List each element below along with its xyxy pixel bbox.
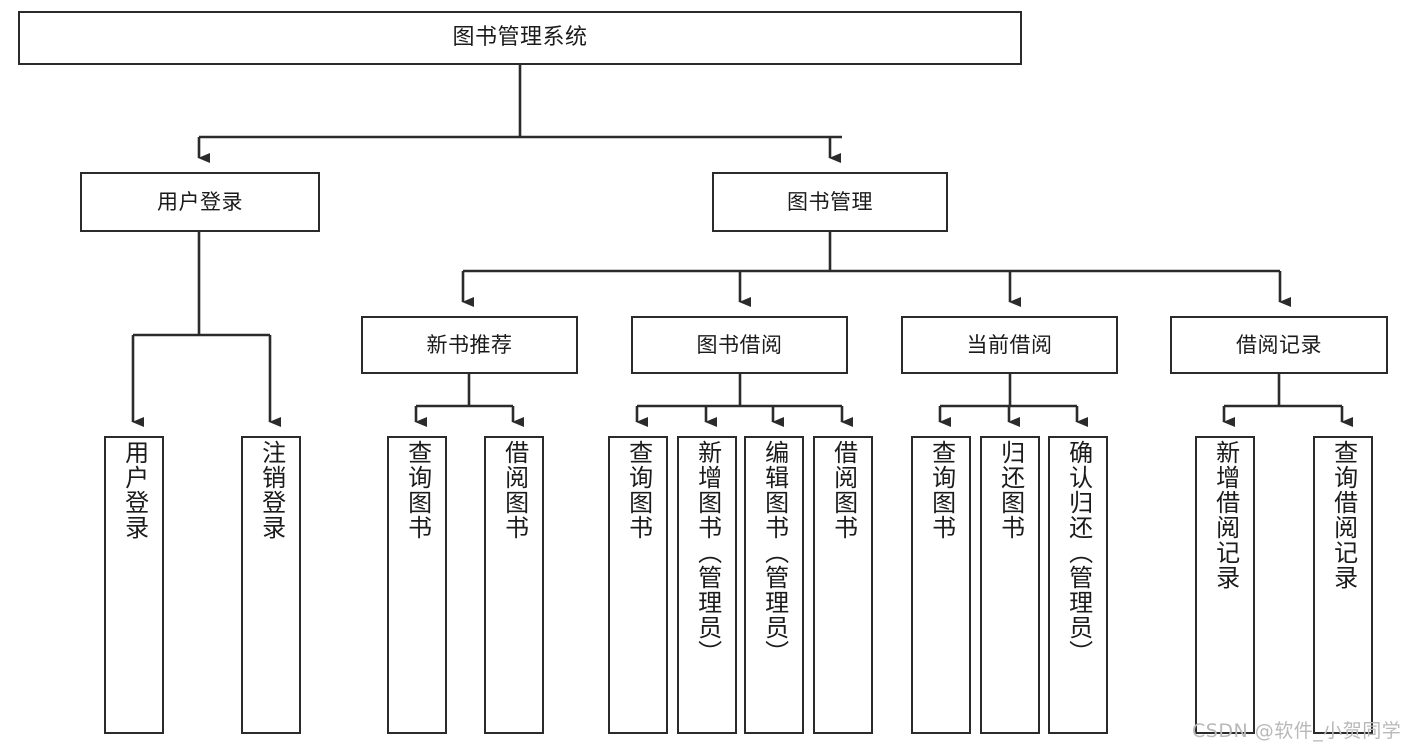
leaf-recommend-borrow-book[interactable]: 借阅图书 (484, 436, 544, 734)
leaf-borrow-add-book[interactable]: 新增图书（管理员） (677, 436, 737, 734)
leaf-borrow-add-book-label: 新增图书（管理员） (693, 440, 722, 665)
leaf-borrow-query-book-label: 查询图书 (624, 440, 653, 540)
leaf-recommend-query-book[interactable]: 查询图书 (387, 436, 447, 734)
leaf-current-query-book-label: 查询图书 (927, 440, 956, 540)
leaf-record-add-record-label: 新增借阅记录 (1211, 440, 1240, 590)
node-user-login[interactable]: 用户登录 (80, 172, 320, 232)
leaf-record-query-record[interactable]: 查询借阅记录 (1313, 436, 1373, 734)
leaf-current-return-book-label: 归还图书 (996, 440, 1025, 540)
node-root[interactable]: 图书管理系统 (18, 11, 1022, 65)
node-book-management[interactable]: 图书管理 (712, 172, 948, 232)
leaf-borrow-borrow-book-label: 借阅图书 (829, 440, 858, 540)
leaf-user-login-logout[interactable]: 注销登录 (241, 436, 301, 734)
leaf-borrow-query-book[interactable]: 查询图书 (608, 436, 668, 734)
leaf-recommend-query-book-label: 查询图书 (403, 440, 432, 540)
leaf-current-confirm-return-label: 确认归还（管理员） (1064, 440, 1093, 665)
node-current-borrow[interactable]: 当前借阅 (901, 316, 1118, 374)
leaf-user-login-logout-label: 注销登录 (257, 440, 286, 540)
node-root-label: 图书管理系统 (452, 25, 588, 51)
leaf-user-login-login-label: 用户登录 (120, 440, 149, 540)
node-new-book-recommend-label: 新书推荐 (426, 332, 513, 357)
csdn-watermark: CSDN @软件_小贺同学 (1192, 720, 1402, 742)
leaf-record-add-record[interactable]: 新增借阅记录 (1195, 436, 1255, 734)
leaf-user-login-login[interactable]: 用户登录 (104, 436, 164, 734)
node-user-login-label: 用户登录 (157, 189, 243, 214)
leaf-current-confirm-return[interactable]: 确认归还（管理员） (1048, 436, 1108, 734)
leaf-borrow-borrow-book[interactable]: 借阅图书 (813, 436, 873, 734)
node-book-borrow[interactable]: 图书借阅 (631, 316, 848, 374)
node-book-management-label: 图书管理 (787, 189, 873, 214)
node-book-borrow-label: 图书借阅 (696, 332, 783, 357)
leaf-current-query-book[interactable]: 查询图书 (911, 436, 971, 734)
leaf-borrow-edit-book-label: 编辑图书（管理员） (760, 440, 789, 665)
node-current-borrow-label: 当前借阅 (966, 332, 1053, 357)
node-borrow-record[interactable]: 借阅记录 (1170, 316, 1388, 374)
node-borrow-record-label: 借阅记录 (1236, 332, 1322, 357)
leaf-borrow-edit-book[interactable]: 编辑图书（管理员） (744, 436, 804, 734)
leaf-current-return-book[interactable]: 归还图书 (980, 436, 1040, 734)
leaf-recommend-borrow-book-label: 借阅图书 (500, 440, 529, 540)
node-new-book-recommend[interactable]: 新书推荐 (361, 316, 578, 374)
leaf-record-query-record-label: 查询借阅记录 (1329, 440, 1358, 590)
